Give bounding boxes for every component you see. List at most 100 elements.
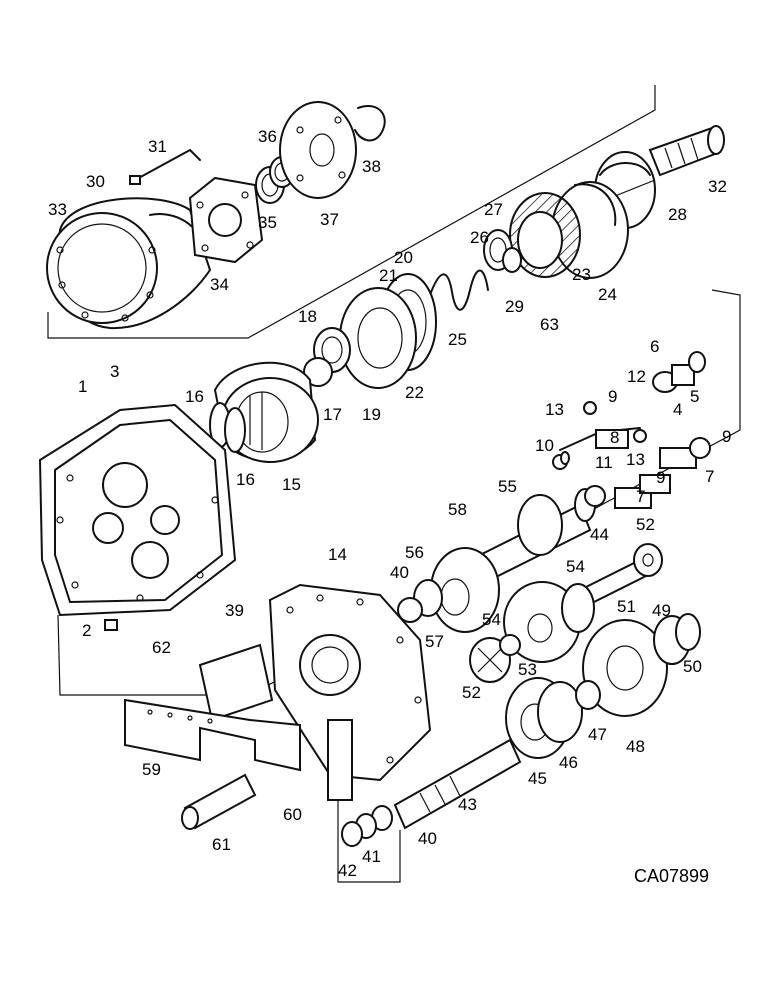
seal-16 <box>209 402 246 453</box>
snap-ring-38 <box>354 105 386 142</box>
callout-7b: 7 <box>636 487 645 506</box>
callout-54b: 54 <box>482 610 501 629</box>
callout-60: 60 <box>283 805 302 824</box>
ring-56-57-40 <box>397 579 443 623</box>
callout-25: 25 <box>448 330 467 349</box>
callout-40a: 40 <box>390 563 409 582</box>
callout-33: 33 <box>48 200 67 219</box>
callout-48: 48 <box>626 737 645 756</box>
tube-fitting-31 <box>129 149 201 185</box>
housing-1 <box>38 403 237 617</box>
callout-51: 51 <box>617 597 636 616</box>
gear-58 <box>430 547 500 633</box>
callout-52b: 52 <box>462 683 481 702</box>
callout-20: 20 <box>394 248 413 267</box>
callout-1: 1 <box>78 377 87 396</box>
shaft-43 <box>393 738 522 830</box>
callout-15: 15 <box>282 475 301 494</box>
callout-44: 44 <box>590 525 609 544</box>
callout-23: 23 <box>572 265 591 284</box>
bracket-59 <box>124 698 301 772</box>
gear-48-49-50 <box>582 613 701 717</box>
spring-25 <box>429 269 489 311</box>
callout-28: 28 <box>668 205 687 224</box>
rings-40-41-42 <box>341 805 393 847</box>
gear-53 <box>503 581 595 663</box>
clutch-pack-63 <box>509 181 629 279</box>
group-frame-upper <box>47 85 656 339</box>
callout-13b: 13 <box>626 450 645 469</box>
callout-63: 63 <box>540 315 559 334</box>
cover-62 <box>198 643 274 722</box>
callout-18: 18 <box>298 307 317 326</box>
callout-43: 43 <box>458 795 477 814</box>
shaft-32 <box>648 125 725 177</box>
callout-11: 11 <box>595 453 613 472</box>
ring-17-18 <box>303 327 351 387</box>
callout-42: 42 <box>338 861 357 880</box>
callout-12: 12 <box>627 367 646 386</box>
bearing-52-54 <box>469 634 521 683</box>
callout-56: 56 <box>405 543 424 562</box>
callout-9c: 9 <box>656 468 665 487</box>
callout-8: 8 <box>610 428 619 447</box>
callout-47: 47 <box>588 725 607 744</box>
callout-40b: 40 <box>418 829 437 848</box>
callout-57: 57 <box>425 632 444 651</box>
callout-46: 46 <box>559 753 578 772</box>
callout-62: 62 <box>152 638 171 657</box>
callout-9a: 9 <box>608 387 617 406</box>
callout-61: 61 <box>212 835 231 854</box>
callout-19: 19 <box>362 405 381 424</box>
callout-34: 34 <box>210 275 229 294</box>
callout-31: 31 <box>148 137 167 156</box>
callout-10: 10 <box>535 436 554 455</box>
bracket-60 <box>327 719 353 801</box>
piston-20-21-22 <box>339 273 437 389</box>
callout-16b: 16 <box>236 470 255 489</box>
callout-59: 59 <box>142 760 161 779</box>
callout-22: 22 <box>405 383 424 402</box>
valve-group-4-13 <box>552 351 711 509</box>
callout-36: 36 <box>258 127 277 146</box>
tube-61 <box>181 773 257 830</box>
plate-34 <box>188 176 264 264</box>
plate-37 <box>279 101 357 199</box>
callout-21: 21 <box>379 266 398 285</box>
callout-50: 50 <box>683 657 702 676</box>
gear-45-46-47 <box>505 677 601 759</box>
callout-41: 41 <box>362 847 381 866</box>
callout-24: 24 <box>598 285 617 304</box>
callout-14: 14 <box>328 545 347 564</box>
callout-17: 17 <box>323 405 342 424</box>
shaft-55 <box>468 485 606 587</box>
callout-labels: 31 30 33 34 36 35 37 38 32 28 27 26 20 2… <box>48 127 731 886</box>
group-frame-bottom <box>337 798 401 883</box>
callout-27: 27 <box>484 200 503 219</box>
callout-58: 58 <box>448 500 467 519</box>
housing-14 <box>268 583 432 782</box>
callout-45: 45 <box>528 769 547 788</box>
callout-13a: 13 <box>545 400 564 419</box>
callout-38: 38 <box>362 157 381 176</box>
callout-26: 26 <box>470 228 489 247</box>
callout-52a: 52 <box>636 515 655 534</box>
callout-53: 53 <box>518 660 537 679</box>
callout-9b: 9 <box>722 427 731 446</box>
callout-54a: 54 <box>566 557 585 576</box>
callout-30: 30 <box>86 172 105 191</box>
callout-49: 49 <box>652 601 671 620</box>
callout-5: 5 <box>690 387 699 406</box>
callout-3: 3 <box>110 362 119 381</box>
callout-39: 39 <box>225 601 244 620</box>
callout-7a: 7 <box>705 467 714 486</box>
callout-4: 4 <box>673 400 682 419</box>
callout-16a: 16 <box>185 387 204 406</box>
callout-29: 29 <box>505 297 524 316</box>
housing-cover-33 <box>46 197 212 330</box>
callout-55: 55 <box>498 477 517 496</box>
callout-37: 37 <box>320 210 339 229</box>
plug-2 <box>104 619 118 631</box>
